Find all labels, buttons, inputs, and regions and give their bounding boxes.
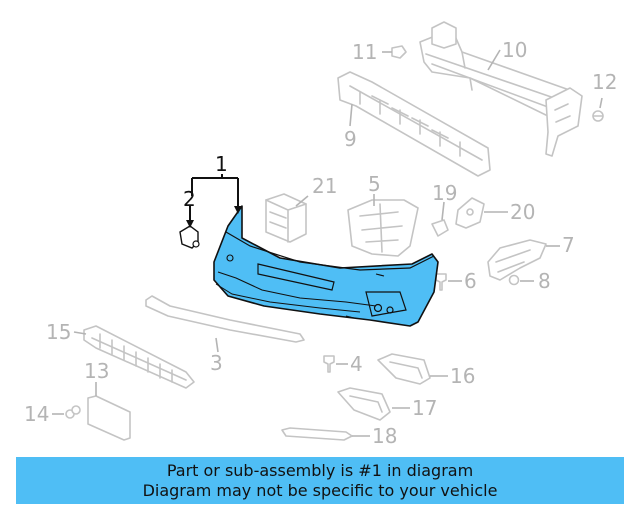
callout-20: 20 [510, 200, 535, 224]
callout-9: 9 [344, 127, 357, 151]
banner-line-1: Part or sub-assembly is #1 in diagram [166, 461, 474, 480]
bumper-cover-1 [213, 205, 439, 327]
callout-17: 17 [412, 396, 437, 420]
clip-11 [391, 45, 407, 59]
callout-8: 8 [538, 269, 551, 293]
reinforcement-beam [419, 21, 583, 157]
bracket-5 [347, 199, 419, 257]
screw-14 [65, 405, 81, 419]
callout-3: 3 [210, 351, 223, 375]
callout-6: 6 [464, 269, 477, 293]
grille-15 [83, 325, 195, 389]
bolt-12 [592, 110, 604, 122]
callout-5: 5 [368, 172, 381, 196]
callout-2: 2 [183, 187, 196, 211]
trim-17 [337, 387, 391, 421]
screw-4 [323, 355, 335, 373]
bolt-8 [508, 274, 520, 286]
callout-1: 1 [215, 152, 228, 176]
module-21 [265, 193, 307, 243]
lower-spoiler-3 [145, 295, 305, 343]
callout-7: 7 [562, 233, 575, 257]
callout-4: 4 [350, 352, 363, 376]
clip-19 [431, 219, 449, 237]
callout-14: 14 [24, 402, 49, 426]
banner-line-2: Diagram may not be specific to your vehi… [142, 481, 498, 500]
bracket-20 [455, 197, 485, 229]
side-bracket-7 [487, 239, 547, 281]
trim-16 [377, 353, 431, 385]
screw-6 [435, 273, 447, 291]
info-banner: Part or sub-assembly is #1 in diagram Di… [16, 457, 624, 504]
callout-21: 21 [312, 174, 337, 198]
callouts: 1 2 3 4 5 6 7 8 9 10 11 12 13 14 15 16 1… [24, 38, 617, 448]
callout-13: 13 [84, 359, 109, 383]
callout-10: 10 [502, 38, 527, 62]
callout-11: 11 [352, 40, 377, 64]
callout-18: 18 [372, 424, 397, 448]
callout-19: 19 [432, 181, 457, 205]
energy-absorber [337, 71, 491, 177]
plate-bracket-13 [87, 395, 131, 441]
callout-15: 15 [46, 320, 71, 344]
leader-lines [52, 49, 603, 437]
moulding-18 [281, 427, 353, 441]
callout-12: 12 [592, 70, 617, 94]
sensor-bracket-2 [179, 225, 200, 249]
callout-16: 16 [450, 364, 475, 388]
